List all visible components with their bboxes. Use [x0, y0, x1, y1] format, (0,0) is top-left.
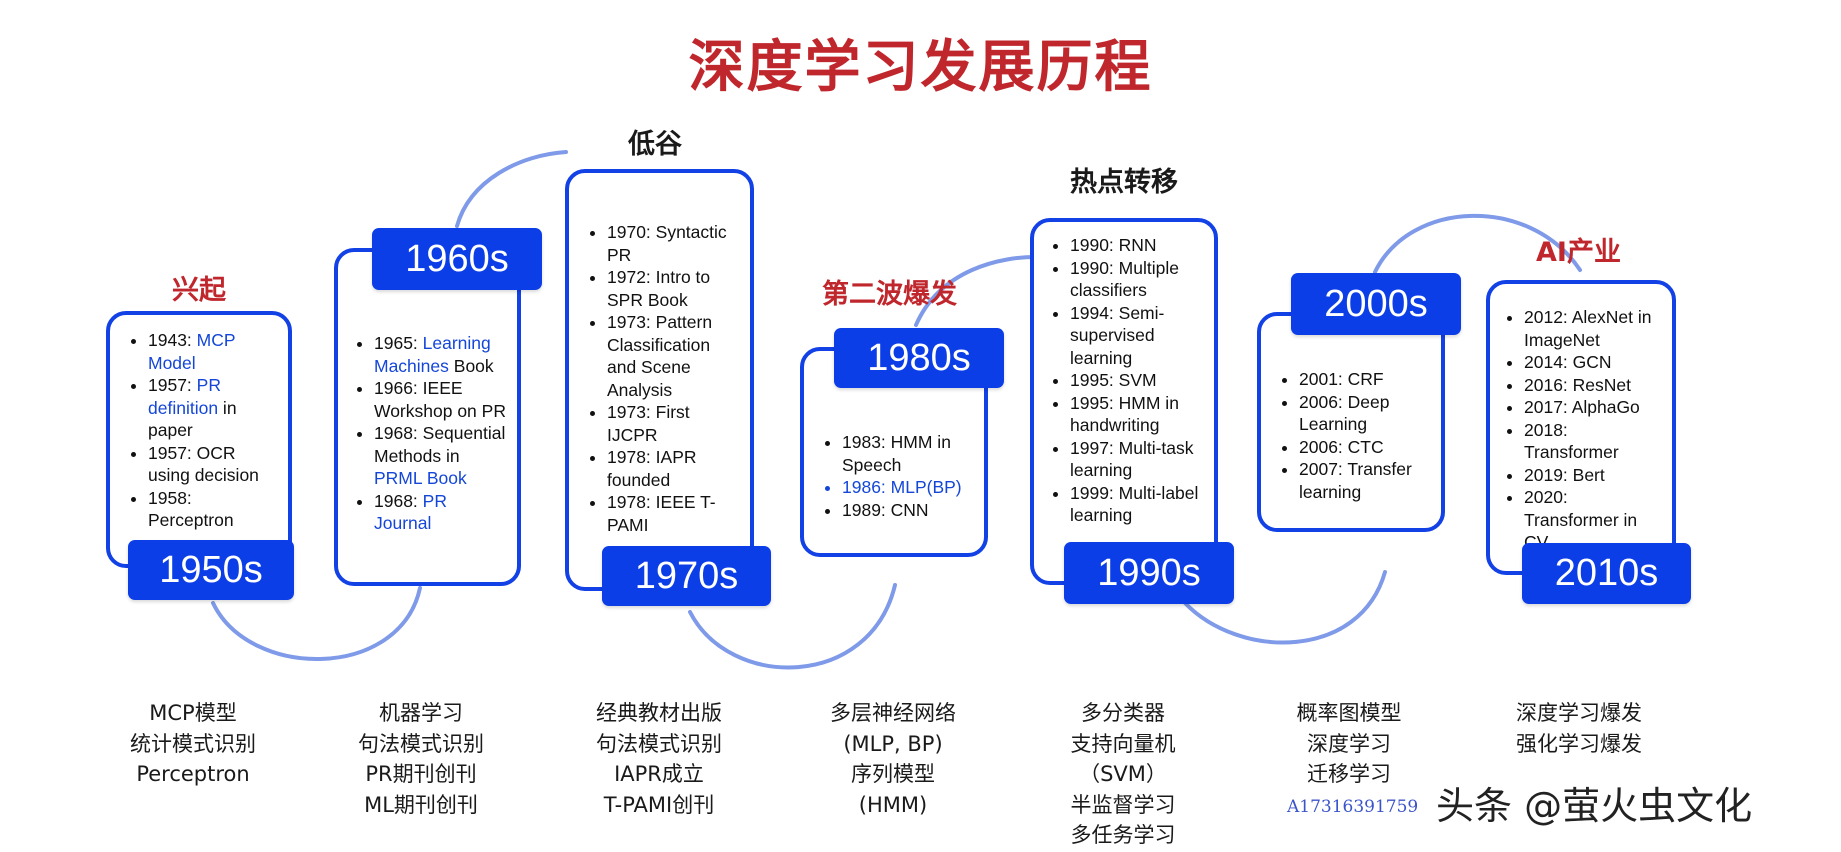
list-item: 1943: MCP Model	[148, 329, 280, 374]
phase-label-industry: AI产业	[1536, 237, 1621, 268]
list-item: 2007: Transfer learning	[1299, 458, 1433, 503]
curve-1980-1990	[914, 254, 1042, 327]
list-item: 1989: CNN	[842, 499, 976, 522]
list-item: 1973: First IJCPR	[607, 401, 742, 446]
list-item: 1966: IEEE Workshop on PR	[374, 377, 509, 422]
decade-badge-1960s: 1960s	[372, 228, 542, 290]
link-prml-book: PRML Book	[374, 468, 467, 488]
curve-1990-2000	[1183, 570, 1387, 645]
list-item: 1986: MLP(BP)	[842, 476, 976, 499]
list-item: 2017: AlphaGo	[1524, 396, 1664, 419]
link-pr-definition: PR definition	[148, 375, 221, 418]
list-item: 1957: OCR using decision	[148, 442, 280, 487]
summary-2000s: 概率图模型深度学习迁移学习	[1296, 701, 1402, 786]
list-item: 1957: PR definition in paper	[148, 374, 280, 442]
summary-1980s: 多层神经网络(MLP, BP)序列模型(HMM)	[830, 701, 956, 817]
decade-badge-1980s: 1980s	[834, 328, 1004, 388]
list-item: 2018: Transformer	[1524, 419, 1664, 464]
curve-1970-1980	[688, 583, 897, 670]
list-item: 1978: IEEE T-PAMI	[607, 491, 742, 536]
summary-1990s: 多分类器支持向量机（SVM）半监督学习多任务学习	[1070, 701, 1176, 847]
phase-label-second-wave: 第二波爆发	[822, 279, 957, 310]
list-item: 1995: HMM in handwriting	[1070, 392, 1206, 437]
list-item: 1990: Multiple classifiers	[1070, 257, 1206, 302]
list-item: 2014: GCN	[1524, 351, 1664, 374]
list-item: 2001: CRF	[1299, 368, 1433, 391]
list-item: 2006: CTC	[1299, 436, 1433, 459]
phase-label-low: 低谷	[628, 129, 682, 160]
card-1950s: 1943: MCP Model 1957: PR definition in p…	[106, 311, 292, 568]
card-1990s: 1990: RNN 1990: Multiple classifiers 199…	[1030, 218, 1218, 585]
list-item: 1983: HMM in Speech	[842, 431, 976, 476]
list-item: 1965: Learning Machines Book	[374, 332, 509, 377]
list-item: 2006: Deep Learning	[1299, 391, 1433, 436]
link-learning-machines: Learning Machines	[374, 333, 491, 376]
curve-1960-1970	[455, 150, 568, 228]
list-item: 2019: Bert	[1524, 464, 1664, 487]
list-item: 2012: AlexNet in ImageNet	[1524, 306, 1664, 351]
decade-badge-2010s: 2010s	[1522, 543, 1691, 604]
link-mcp-model: MCP Model	[148, 330, 236, 373]
decade-badge-1990s: 1990s	[1064, 542, 1234, 604]
decade-badge-1970s: 1970s	[602, 546, 771, 606]
list-item: 1968: PR Journal	[374, 490, 509, 535]
list-item: 1994: Semi-supervised learning	[1070, 302, 1206, 370]
list-item: 1968: Sequential Methods in PRML Book	[374, 422, 509, 490]
decade-badge-1950s: 1950s	[128, 540, 294, 600]
list-item: 1970: Syntactic PR	[607, 221, 742, 266]
phase-label-shift: 热点转移	[1070, 167, 1178, 198]
card-2000s: 2001: CRF 2006: Deep Learning 2006: CTC …	[1257, 312, 1445, 532]
page-title: 深度学习发展历程	[688, 35, 1153, 100]
curve-1950-1960	[211, 586, 422, 661]
list-item: 1990: RNN	[1070, 234, 1206, 257]
card-2010s: 2012: AlexNet in ImageNet 2014: GCN 2016…	[1486, 280, 1676, 575]
card-1970s: 1970: Syntactic PR 1972: Intro to SPR Bo…	[565, 169, 754, 591]
link-pr-journal: PR Journal	[374, 490, 447, 534]
list-item: 1973: Pattern Classification and Scene A…	[607, 311, 742, 401]
list-item: 1999: Multi-label learning	[1070, 482, 1206, 527]
list-item: 1997: Multi-task learning	[1070, 437, 1206, 482]
card-1960s: 1965: Learning Machines Book 1966: IEEE …	[334, 248, 521, 586]
watermark-id: A17316391759	[1287, 797, 1419, 817]
curve-2000-2010	[1373, 213, 1582, 274]
list-item: 1978: IAPR founded	[607, 446, 742, 491]
list-item: 1995: SVM	[1070, 369, 1206, 392]
list-item: 1958: Perceptron	[148, 487, 280, 532]
phase-label-rise: 兴起	[172, 275, 226, 306]
list-item: 1972: Intro to SPR Book	[607, 266, 742, 311]
summary-2010s: 深度学习爆发强化学习爆发	[1516, 701, 1642, 756]
decade-badge-2000s: 2000s	[1291, 273, 1461, 335]
list-item: 2016: ResNet	[1524, 374, 1664, 397]
watermark: 头条 @萤火虫文化	[1436, 784, 1753, 828]
